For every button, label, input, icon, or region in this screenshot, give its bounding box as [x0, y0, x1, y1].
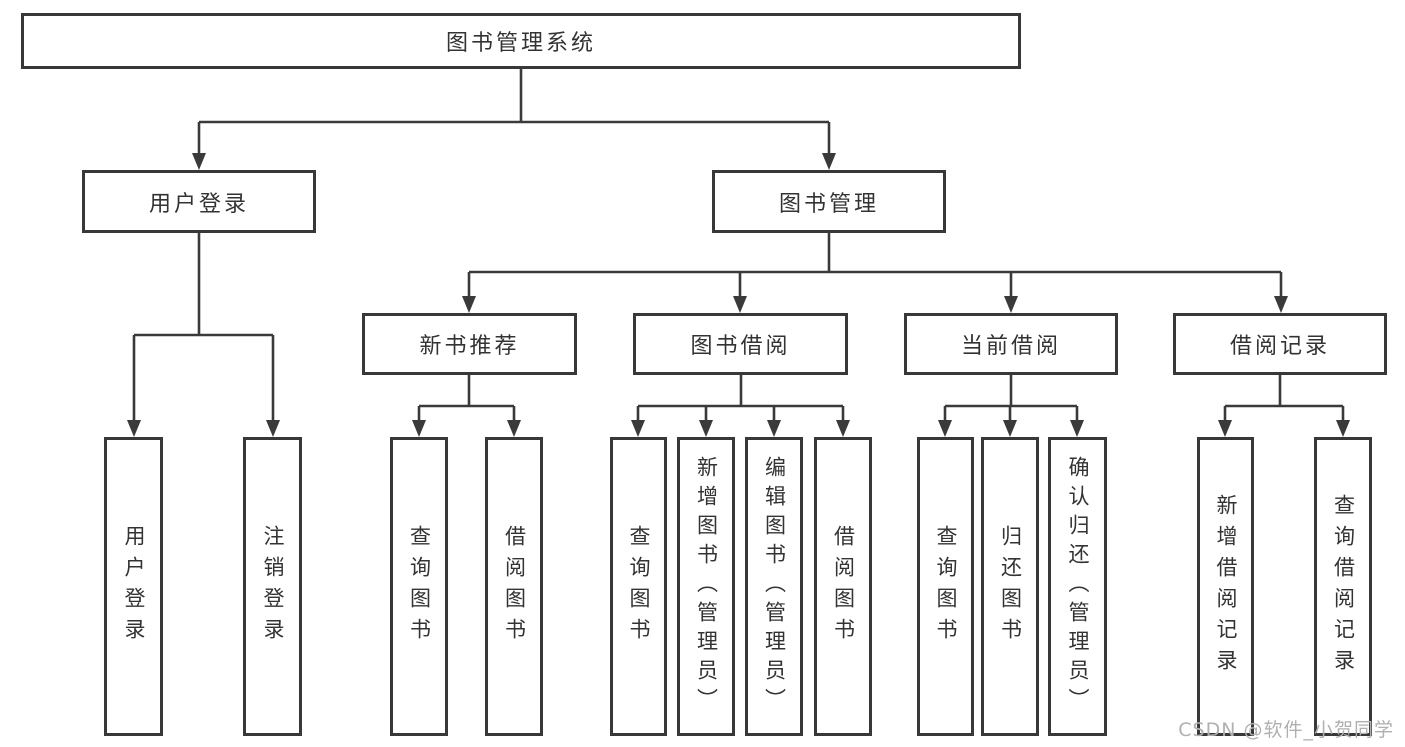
node-new-book-recommend: 新书推荐: [362, 313, 577, 375]
leaf-edit-book-admin: 编辑图书（管理员）: [745, 437, 803, 736]
connector-new-book-recommend: [417, 375, 516, 424]
arrowhead: [266, 420, 280, 437]
arrowhead: [822, 153, 836, 170]
leaf-logout: 注销登录: [243, 437, 302, 736]
leaf-logout-label: 注销登录: [261, 524, 285, 649]
connector-book-management: [467, 233, 1283, 300]
connector-current-borrow: [943, 375, 1079, 424]
leaf-query-borrow-record: 查询借阅记录: [1314, 437, 1372, 736]
arrowhead: [127, 420, 141, 437]
leaf-query-borrow-record-label: 查询借阅记录: [1331, 493, 1356, 680]
arrowhead: [507, 420, 521, 437]
leaf-borrow-books-newrec-label: 借阅图书: [502, 524, 527, 649]
arrowhead: [462, 296, 476, 313]
leaf-query-books-current: 查询图书: [917, 437, 974, 736]
leaf-add-book-admin-label: 新增图书（管理员）: [694, 456, 719, 717]
leaf-query-books-newrec-label: 查询图书: [407, 524, 432, 649]
arrowhead: [1004, 296, 1018, 313]
node-current-borrow-label: 当前借阅: [960, 334, 1061, 359]
node-book-borrow-label: 图书借阅: [690, 334, 791, 359]
arrowhead: [192, 153, 206, 170]
node-borrow-records: 借阅记录: [1173, 313, 1387, 375]
node-user-login: 用户登录: [82, 170, 316, 233]
leaf-add-borrow-record: 新增借阅记录: [1197, 437, 1254, 736]
leaf-return-book-label: 归还图书: [998, 524, 1023, 649]
leaf-borrow-books-newrec: 借阅图书: [485, 437, 543, 736]
leaf-return-book: 归还图书: [981, 437, 1039, 736]
arrowhead: [631, 420, 645, 437]
arrowhead: [733, 296, 747, 313]
node-book-borrow: 图书借阅: [633, 313, 848, 375]
leaf-add-book-admin: 新增图书（管理员）: [677, 437, 735, 736]
leaf-user-login-label: 用户登录: [122, 524, 146, 649]
node-current-borrow: 当前借阅: [904, 313, 1118, 375]
connector-root: [197, 69, 831, 157]
connector-user-login: [132, 233, 275, 424]
node-book-management: 图书管理: [712, 170, 946, 233]
connector-borrow-records: [1223, 375, 1345, 424]
leaf-query-books-borrow-label: 查询图书: [627, 524, 651, 649]
leaf-add-borrow-record-label: 新增借阅记录: [1214, 493, 1238, 680]
leaf-query-books-borrow: 查询图书: [610, 437, 667, 736]
arrowhead: [699, 420, 713, 437]
node-book-management-label: 图书管理: [778, 191, 879, 217]
node-root-label: 图书管理系统: [445, 31, 596, 56]
arrowhead: [1218, 420, 1232, 437]
leaf-query-books-newrec: 查询图书: [390, 437, 448, 736]
arrowhead: [767, 420, 781, 437]
node-new-book-recommend-label: 新书推荐: [419, 334, 520, 359]
arrowhead: [836, 420, 850, 437]
node-root: 图书管理系统: [21, 13, 1021, 69]
arrowhead: [1274, 296, 1288, 313]
arrowhead: [1070, 420, 1084, 437]
arrowhead: [1336, 420, 1350, 437]
arrowhead: [412, 420, 426, 437]
node-user-login-label: 用户登录: [148, 191, 249, 217]
arrowhead: [1003, 420, 1017, 437]
connector-book-borrow: [636, 375, 845, 424]
csdn-watermark: CSDN @软件_小贺同学: [1178, 719, 1394, 741]
node-borrow-records-label: 借阅记录: [1229, 334, 1330, 359]
leaf-confirm-return-admin-label: 确认归还（管理员）: [1066, 456, 1090, 717]
leaf-query-books-current-label: 查询图书: [934, 524, 958, 649]
leaf-user-login: 用户登录: [104, 437, 163, 736]
arrowhead: [938, 420, 952, 437]
leaf-confirm-return-admin: 确认归还（管理员）: [1048, 437, 1107, 736]
leaf-edit-book-admin-label: 编辑图书（管理员）: [762, 456, 787, 717]
leaf-borrow-books-borrow-label: 借阅图书: [831, 524, 856, 649]
leaf-borrow-books-borrow: 借阅图书: [814, 437, 872, 736]
